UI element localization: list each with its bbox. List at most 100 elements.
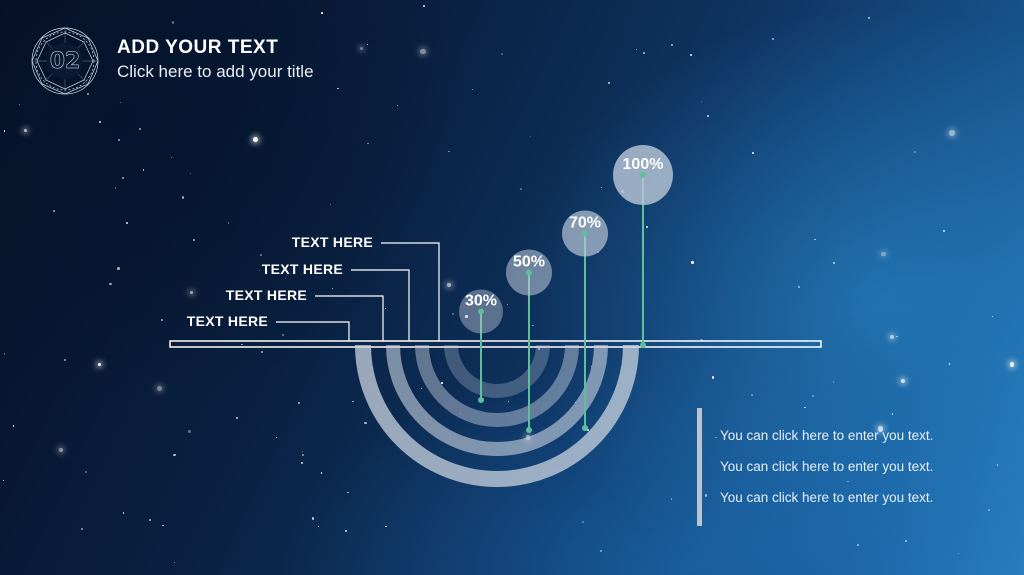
star: [331, 287, 334, 290]
star: [914, 150, 917, 153]
star: [451, 313, 454, 315]
star: [586, 428, 590, 431]
star: [891, 413, 894, 416]
star: [336, 87, 339, 90]
star: [751, 394, 754, 397]
stem-anchor-dot: [582, 425, 588, 431]
notes-block: You can click here to enter you text. Yo…: [720, 426, 933, 519]
star: [161, 319, 164, 322]
category-label[interactable]: TEXT HERE: [225, 287, 307, 303]
ring-arc: [415, 344, 579, 427]
star: [646, 225, 649, 229]
label-leader-line: [381, 242, 440, 341]
value-label: 70%: [569, 215, 601, 232]
star: [420, 49, 426, 55]
star: [52, 210, 55, 213]
star: [138, 127, 141, 130]
star: [833, 262, 835, 264]
category-label[interactable]: TEXT HERE: [261, 261, 343, 277]
star: [811, 394, 815, 397]
star: [344, 530, 347, 533]
star: [711, 376, 714, 379]
label-leader-line: [351, 269, 410, 341]
star: [700, 339, 703, 342]
star: [601, 186, 603, 188]
star: [352, 401, 354, 403]
note-line[interactable]: You can click here to enter you text.: [720, 459, 934, 474]
star: [798, 286, 801, 289]
star: [532, 324, 534, 326]
category-label[interactable]: TEXT HERE: [291, 234, 373, 250]
stem-top-dot: [582, 230, 588, 237]
star: [81, 527, 83, 530]
star: [58, 447, 63, 452]
star: [122, 177, 125, 180]
star: [240, 343, 243, 346]
star: [114, 187, 117, 189]
stem-anchor-dot: [640, 342, 646, 348]
star: [949, 130, 955, 136]
stem-top-dot: [478, 308, 484, 315]
star: [236, 417, 238, 420]
star: [281, 333, 284, 336]
star: [84, 470, 88, 474]
star: [190, 173, 192, 175]
category-label[interactable]: TEXT HERE: [186, 313, 268, 329]
value-label: 30%: [465, 293, 497, 310]
star: [832, 381, 835, 383]
star: [751, 152, 755, 155]
star: [459, 413, 461, 415]
star: [607, 81, 611, 85]
notes-accent-bar: [697, 408, 702, 526]
stem-top-dot: [640, 172, 646, 178]
star: [877, 426, 884, 432]
star: [992, 316, 994, 318]
slide-title[interactable]: ADD YOUR TEXT: [117, 37, 279, 58]
star: [847, 480, 850, 483]
star: [126, 222, 129, 225]
star: [957, 552, 959, 554]
star: [471, 89, 474, 91]
star: [3, 353, 6, 355]
star: [943, 230, 946, 233]
star: [691, 261, 694, 264]
star: [3, 129, 6, 132]
slide-subtitle[interactable]: Click here to add your title: [117, 62, 314, 81]
note-line[interactable]: You can click here to enter you text.: [720, 428, 934, 443]
star: [172, 21, 175, 24]
star: [422, 4, 425, 7]
star: [948, 363, 951, 365]
star: [670, 498, 673, 500]
star: [600, 549, 603, 553]
star: [367, 142, 369, 145]
star: [581, 520, 584, 523]
star: [384, 307, 387, 310]
star: [321, 12, 324, 15]
star: [700, 100, 703, 102]
star: [188, 430, 191, 433]
star: [117, 139, 120, 141]
ring-arc: [444, 344, 550, 398]
star: [441, 382, 443, 384]
star: [814, 238, 817, 241]
star: [690, 54, 693, 57]
star: [64, 359, 67, 362]
star: [447, 282, 451, 287]
label-leader-line: [315, 295, 384, 341]
star: [18, 104, 20, 106]
star: [259, 253, 262, 256]
stem-top-dot: [526, 269, 532, 276]
star: [173, 561, 176, 564]
star: [119, 102, 122, 104]
star: [804, 406, 806, 408]
note-line[interactable]: You can click here to enter you text.: [720, 490, 934, 505]
star: [670, 43, 673, 46]
star: [260, 350, 263, 353]
slide-number-badge-icon: [31, 27, 99, 95]
star: [396, 104, 398, 106]
star: [298, 401, 301, 404]
star: [12, 425, 15, 427]
star: [116, 267, 120, 271]
star: [301, 454, 304, 457]
star: [192, 238, 196, 242]
